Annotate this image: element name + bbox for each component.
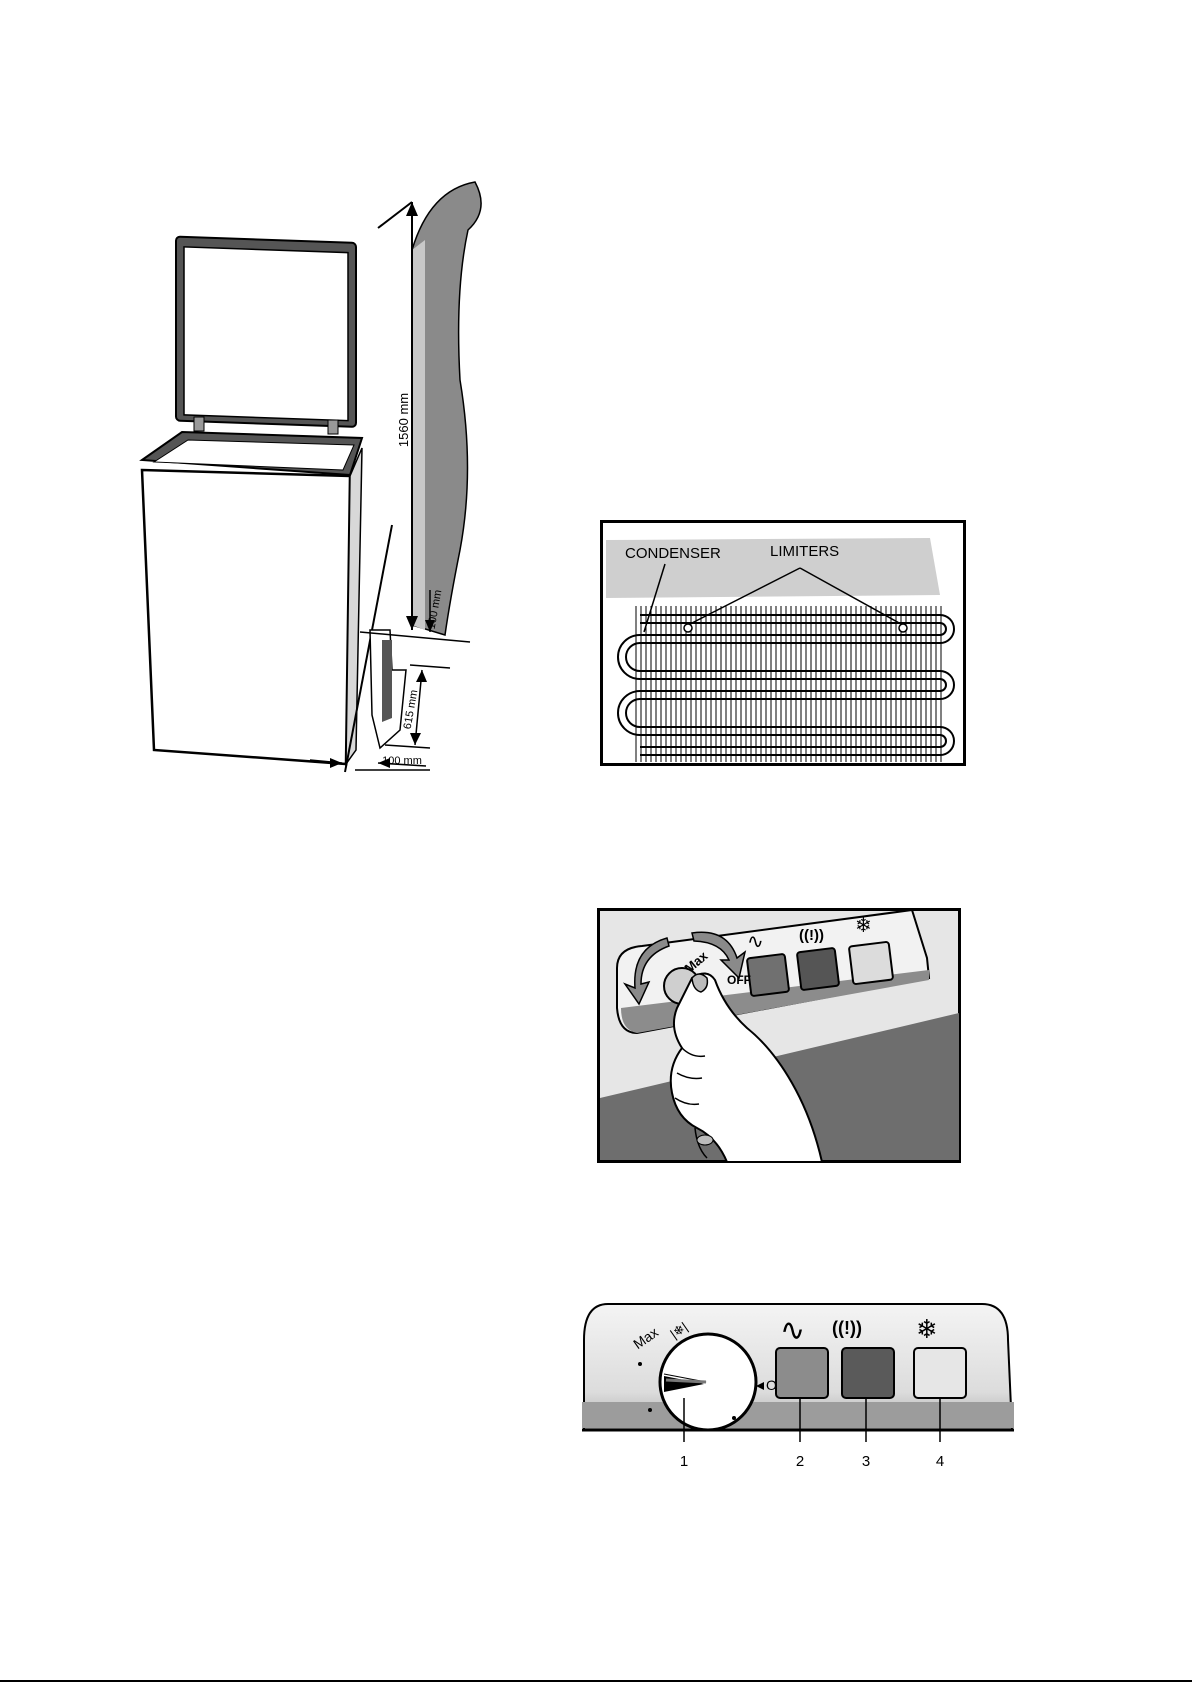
alarm-icon: ((!))	[799, 927, 824, 944]
condenser-diagram: CONDENSER LIMITERS	[600, 520, 968, 770]
power-lamp	[776, 1348, 828, 1398]
callout-3: 3	[862, 1453, 870, 1470]
alarm-icon: ((!))	[832, 1318, 862, 1338]
installation-diagram: 1560 mm 100 mm 615 mm 100 mm	[130, 170, 510, 830]
page-bottom-rule	[0, 1680, 1192, 1682]
limiter-left	[684, 624, 692, 632]
snowflake-icon: ❄	[916, 1314, 938, 1344]
height-label: 1560 mm	[396, 393, 411, 447]
alarm-lamp	[797, 948, 839, 990]
side-gap-label: 100 mm	[382, 755, 422, 767]
condenser-label: CONDENSER	[625, 545, 721, 562]
superfreeze-lamp	[914, 1348, 966, 1398]
alarm-lamp	[842, 1348, 894, 1398]
snowflake-icon: ❄	[855, 915, 872, 937]
callout-4: 4	[936, 1453, 944, 1470]
power-wave-icon: ∿	[780, 1314, 805, 1347]
superfreeze-lamp	[849, 942, 893, 985]
power-wave-icon: ∿	[747, 931, 764, 953]
freezer-cabinet	[142, 470, 350, 764]
limiter-right	[899, 624, 907, 632]
callout-1: 1	[680, 1453, 688, 1470]
limiters-label: LIMITERS	[770, 543, 839, 560]
callout-2: 2	[796, 1453, 804, 1470]
power-lamp	[747, 954, 789, 996]
knob-photo-diagram: ∿ ((!)) ❄ Max OFF	[597, 908, 962, 1164]
control-panel-diagram: Max |❄| OFF ∿ ((!)) ❄ 1 2 3 4	[578, 1300, 1018, 1480]
